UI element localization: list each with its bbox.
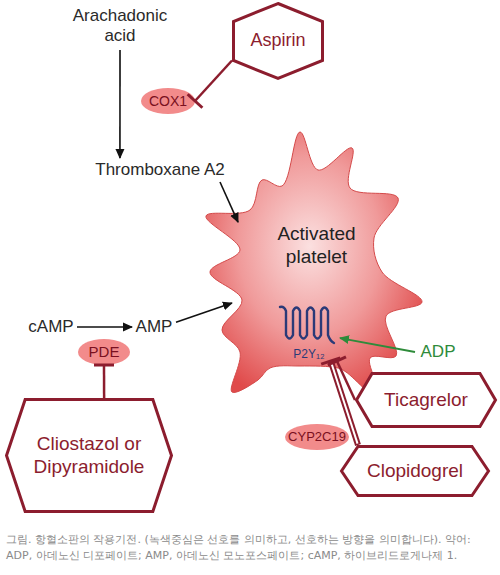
- hexagon-outline: [234, 4, 323, 79]
- inhibition-line: [195, 61, 232, 102]
- drug-hexagon: Ticagrelor: [355, 372, 497, 428]
- node-text: PDE: [89, 343, 120, 361]
- inhibition-line: [103, 365, 106, 398]
- drug-hexagon: Cliostazol or Dipyramidole: [5, 398, 173, 513]
- platelet-body: [206, 132, 422, 404]
- node-text: Ticagrelor: [384, 389, 468, 412]
- mediator-label: cAMP: [25, 315, 77, 339]
- ellipse-fill: [141, 88, 195, 114]
- mediator-label: AMP: [132, 315, 176, 339]
- drug-hexagon: Aspirin: [232, 2, 324, 80]
- drug-hexagon: Clopidogrel: [340, 445, 490, 497]
- node-text: AMP: [136, 317, 173, 337]
- figure-caption: 그림. 항혈소판의 작용기전. (녹색중심은 선호를 의미하고, 선호하는 방향…: [6, 532, 494, 564]
- node-text: Arachadonic acid: [73, 6, 168, 47]
- node-text: CYP2C19: [288, 429, 346, 445]
- node-text: cAMP: [28, 317, 73, 337]
- node-text: Activated platelet: [277, 223, 355, 269]
- hexagon-outline: [342, 447, 489, 496]
- enzyme-ellipse: PDE: [78, 339, 130, 365]
- node-text: Cliostazol or Dipyramidole: [34, 433, 145, 479]
- hexagon-outline: [357, 374, 496, 427]
- enzyme-ellipse: CYP2C19: [285, 424, 349, 450]
- enzyme-ellipse: COX1: [141, 88, 195, 114]
- ellipse-fill: [78, 339, 130, 365]
- arrow-connector: [77, 326, 132, 328]
- node-text: ADP: [421, 342, 456, 362]
- platelet-shape: Activated plateletP2Y₁₂: [200, 128, 425, 413]
- platelet-outline: [200, 128, 425, 413]
- node-text: P2Y₁₂: [293, 347, 324, 361]
- arrow-connector: [119, 50, 121, 158]
- node-text: Thromboxane A2: [95, 160, 224, 180]
- arrow-connector: [176, 303, 232, 322]
- node-text: COX1: [149, 93, 187, 110]
- substrate-label: Arachadonic acid: [60, 2, 180, 50]
- node-text: Clopidogrel: [367, 460, 463, 483]
- receptor-node: P2Y₁₂: [278, 305, 340, 361]
- ellipse-fill: [285, 424, 349, 450]
- receptor-helices: [280, 307, 334, 343]
- node-text: Aspirin: [250, 30, 305, 52]
- hexagon-outline: [7, 400, 172, 512]
- agonist-label: ADP: [415, 340, 461, 364]
- mediator-label: Thromboxane A2: [85, 158, 235, 182]
